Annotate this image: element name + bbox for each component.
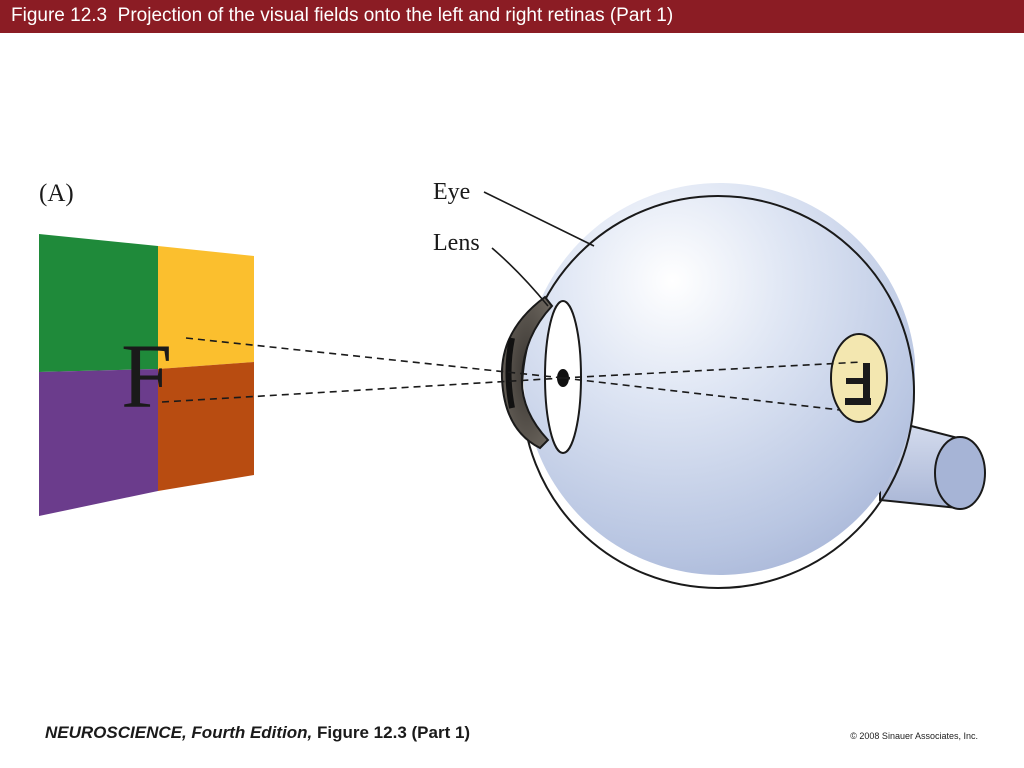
footer-citation: NEUROSCIENCE, Fourth Edition, Figure 12.… — [45, 723, 470, 743]
lower-ray-front — [161, 377, 564, 403]
inverted-f-base — [845, 398, 871, 405]
upper-left-quadrant — [39, 234, 158, 372]
lower-ray-back — [562, 361, 863, 379]
visual-field-quadrants — [39, 234, 254, 516]
projection-rays — [161, 337, 863, 411]
lower-right-quadrant — [158, 362, 254, 491]
inverted-f-arm — [846, 378, 863, 384]
eye-label: Eye — [433, 179, 470, 205]
lens-label: Lens — [433, 230, 480, 256]
lens-leader-line — [491, 247, 549, 307]
slide-title: Figure 12.3 Projection of the visual fie… — [11, 5, 674, 26]
book-edition: Fourth Edition, — [191, 723, 313, 742]
figure-reference: Figure 12.3 (Part 1) — [317, 723, 471, 742]
upper-ray-back — [562, 377, 841, 411]
lower-left-quadrant — [39, 369, 158, 516]
book-title: NEUROSCIENCE, — [45, 723, 187, 742]
retina-spot — [830, 333, 888, 423]
inverted-f-stem — [863, 363, 870, 405]
panel-label: (A) — [39, 180, 74, 207]
title-bar: Figure 12.3 Projection of the visual fie… — [0, 0, 1024, 33]
stimulus-letter: F — [121, 325, 172, 427]
upper-ray-front — [185, 337, 564, 379]
copyright-notice: © 2008 Sinauer Associates, Inc. — [850, 731, 978, 741]
upper-right-quadrant — [158, 246, 254, 369]
eye-leader-line — [483, 191, 595, 247]
